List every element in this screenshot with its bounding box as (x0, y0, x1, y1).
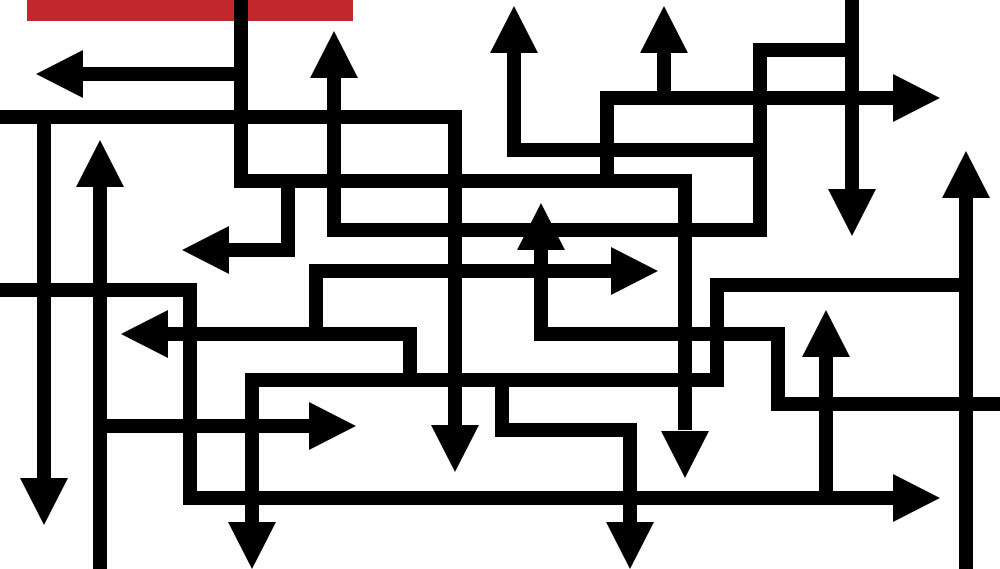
arrowhead-down-icon (20, 478, 68, 525)
maze-path (0, 110, 462, 425)
arrowhead-down-icon (661, 431, 709, 478)
arrowhead-up-icon (942, 151, 990, 198)
arrowhead-up-icon (802, 310, 850, 357)
arrowhead-left-icon (36, 50, 83, 98)
maze-path (507, 52, 760, 157)
maze-path (168, 327, 417, 380)
arrowhead-down-icon (431, 425, 479, 472)
arrowhead-right-icon (893, 474, 940, 522)
arrowhead-up-icon (310, 31, 358, 78)
red-highlight-bar (27, 0, 353, 21)
arrowhead-down-icon (228, 522, 276, 569)
maze-arrowheads (20, 6, 990, 569)
arrowhead-right-icon (309, 402, 356, 450)
maze-path (495, 380, 637, 522)
maze-path (327, 43, 852, 237)
arrowhead-up-icon (640, 6, 688, 53)
arrowhead-left-icon (121, 310, 168, 358)
arrowhead-left-icon (182, 226, 229, 274)
arrowhead-right-icon (893, 74, 940, 122)
maze-path (234, 74, 692, 430)
maze-path (228, 181, 295, 257)
arrowhead-down-icon (606, 522, 654, 569)
maze-path (0, 283, 893, 505)
arrowhead-up-icon (76, 140, 124, 187)
maze-path (309, 264, 612, 334)
maze-path (600, 91, 893, 181)
arrowhead-down-icon (828, 189, 876, 236)
arrowhead-up-icon (490, 6, 538, 53)
arrowhead-right-icon (611, 247, 658, 295)
arrowhead-up-icon (517, 203, 565, 250)
